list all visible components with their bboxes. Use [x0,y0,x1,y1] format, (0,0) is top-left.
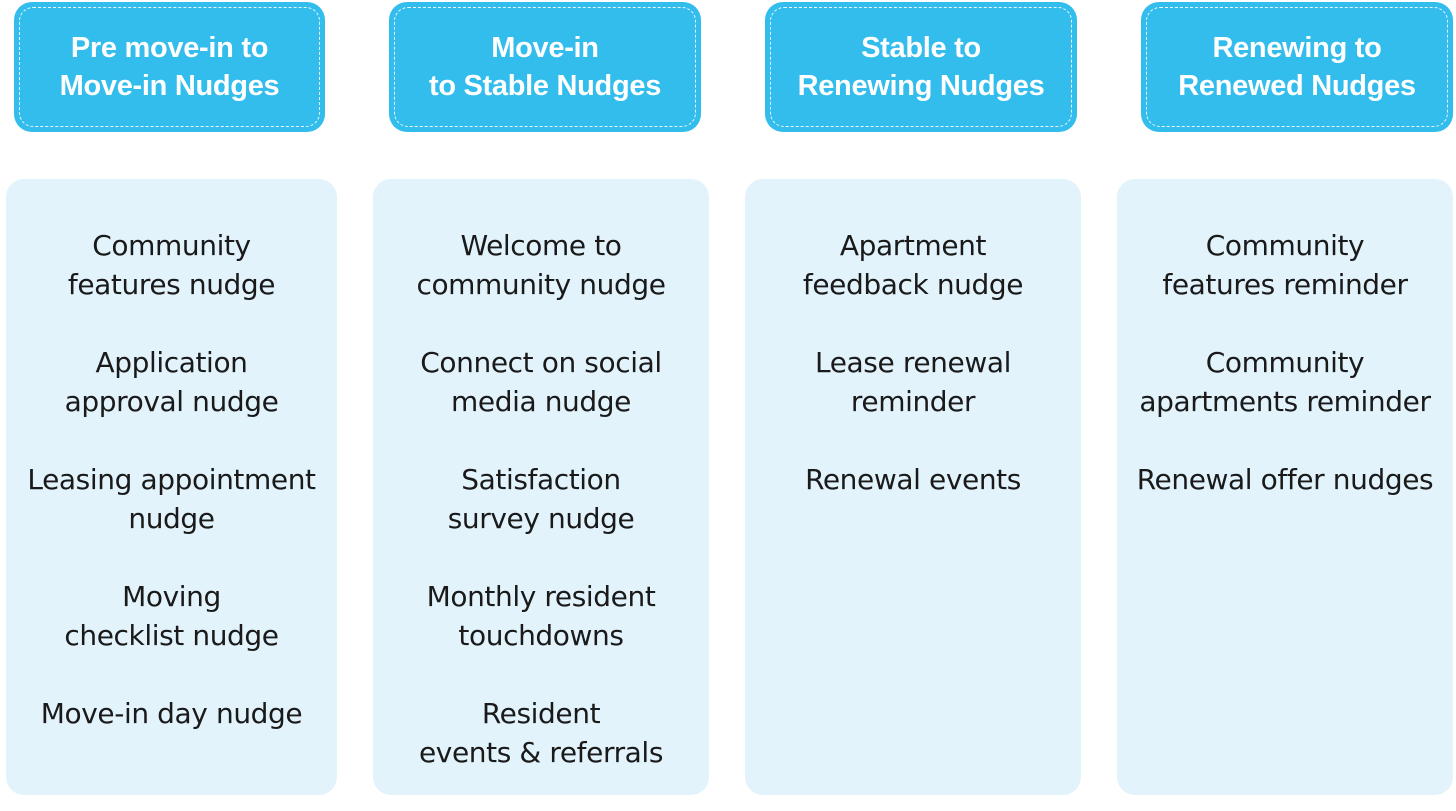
stage-header-dashed-border: Renewing to Renewed Nudges [1146,7,1448,127]
nudge-item-line: nudge [128,502,215,535]
nudge-item: Welcome to community nudge [373,226,709,343]
nudge-list-card: Community features reminder Community ap… [1117,179,1453,795]
nudge-item: Leasing appointment nudge [6,460,337,577]
nudge-list: Community features nudge Application app… [6,226,337,811]
nudge-item-line: Application [95,346,248,379]
stage-title: Move-in to Stable Nudges [429,29,661,105]
nudge-item-line: events & referrals [418,736,664,769]
nudge-item-line: media nudge [451,385,631,418]
nudge-item-line: touchdowns [458,619,624,652]
stage-header-dashed-border: Move-in to Stable Nudges [394,7,696,127]
nudge-list-card: Community features nudge Application app… [6,179,337,795]
nudge-item-line: checklist nudge [64,619,279,652]
stage-title-line: Renewed Nudges [1178,70,1416,102]
nudge-item-line: Welcome to [460,229,622,262]
nudge-item-line: Resident [481,697,601,730]
nudge-item: Lease renewal reminder [745,343,1081,460]
stage-header-dashed-border: Stable to Renewing Nudges [770,7,1072,127]
nudge-list-card: Apartment feedback nudge Lease renewal r… [745,179,1081,795]
stage-header: Stable to Renewing Nudges [765,2,1077,132]
stage-column-pre-move-in: Pre move-in to Move-in Nudges Community … [6,0,337,797]
nudge-item-line: feedback nudge [802,268,1024,301]
nudge-item-line: reminder [850,385,976,418]
nudge-item: Renewal events [745,460,1081,577]
nudge-item-line: Community [1205,346,1365,379]
nudge-item-line: survey nudge [447,502,635,535]
nudge-item-line: Apartment [839,229,987,262]
nudge-item-line: Moving [122,580,221,613]
nudge-list: Community features reminder Community ap… [1117,226,1453,577]
nudge-item-line: Lease renewal [815,346,1011,379]
nudge-list: Apartment feedback nudge Lease renewal r… [745,226,1081,577]
stage-title: Pre move-in to Move-in Nudges [60,29,280,105]
stage-header: Renewing to Renewed Nudges [1141,2,1453,132]
nudge-item: Community features nudge [6,226,337,343]
stage-title-line: to Stable Nudges [428,70,662,102]
stage-header-dashed-border: Pre move-in to Move-in Nudges [19,7,320,127]
stage-title-line: Stable to [861,32,981,64]
nudge-item-line: Community [1205,229,1365,262]
nudge-item-line: Move-in day nudge [40,697,303,730]
stage-title-line: Move-in Nudges [59,70,280,102]
nudge-item-line: Renewal events [805,463,1021,496]
nudge-list: Welcome to community nudge Connect on so… [373,226,709,811]
nudge-item: Renewal offer nudges [1117,460,1453,577]
stage-title-line: Renewing to [1212,32,1382,64]
nudge-item-line: community nudge [416,268,666,301]
nudge-item: Moving checklist nudge [6,577,337,694]
stage-column-renewing: Renewing to Renewed Nudges Community fea… [1117,0,1453,797]
nudge-item-line: features reminder [1162,268,1408,301]
stage-title-line: Move-in [491,32,599,64]
stage-title: Renewing to Renewed Nudges [1178,29,1416,105]
nudge-item: Satisfaction survey nudge [373,460,709,577]
stage-column-stable: Stable to Renewing Nudges Apartment feed… [745,0,1081,797]
nudge-item-line: apartments reminder [1139,385,1431,418]
nudge-item: Resident events & referrals [373,694,709,811]
nudge-item-line: Leasing appointment [27,463,316,496]
stage-header: Move-in to Stable Nudges [389,2,701,132]
nudge-item-line: approval nudge [64,385,279,418]
nudge-list-card: Welcome to community nudge Connect on so… [373,179,709,795]
stage-title-line: Renewing Nudges [797,70,1045,102]
nudge-item-line: Monthly resident [426,580,656,613]
nudge-item-line: Connect on social [420,346,662,379]
nudge-item: Connect on social media nudge [373,343,709,460]
stage-header: Pre move-in to Move-in Nudges [14,2,325,132]
nudge-item: Application approval nudge [6,343,337,460]
nudge-item-line: Community [92,229,251,262]
nudge-item: Move-in day nudge [6,694,337,811]
nudge-item: Community apartments reminder [1117,343,1453,460]
stage-title-line: Pre move-in to [70,32,269,64]
stage-column-move-in: Move-in to Stable Nudges Welcome to comm… [373,0,709,797]
stage-title: Stable to Renewing Nudges [798,29,1045,105]
nudge-item: Apartment feedback nudge [745,226,1081,343]
nudge-item-line: Renewal offer nudges [1136,463,1434,496]
nudge-item: Monthly resident touchdowns [373,577,709,694]
nudge-item-line: Satisfaction [461,463,621,496]
nudge-item-line: features nudge [67,268,276,301]
nudge-item: Community features reminder [1117,226,1453,343]
